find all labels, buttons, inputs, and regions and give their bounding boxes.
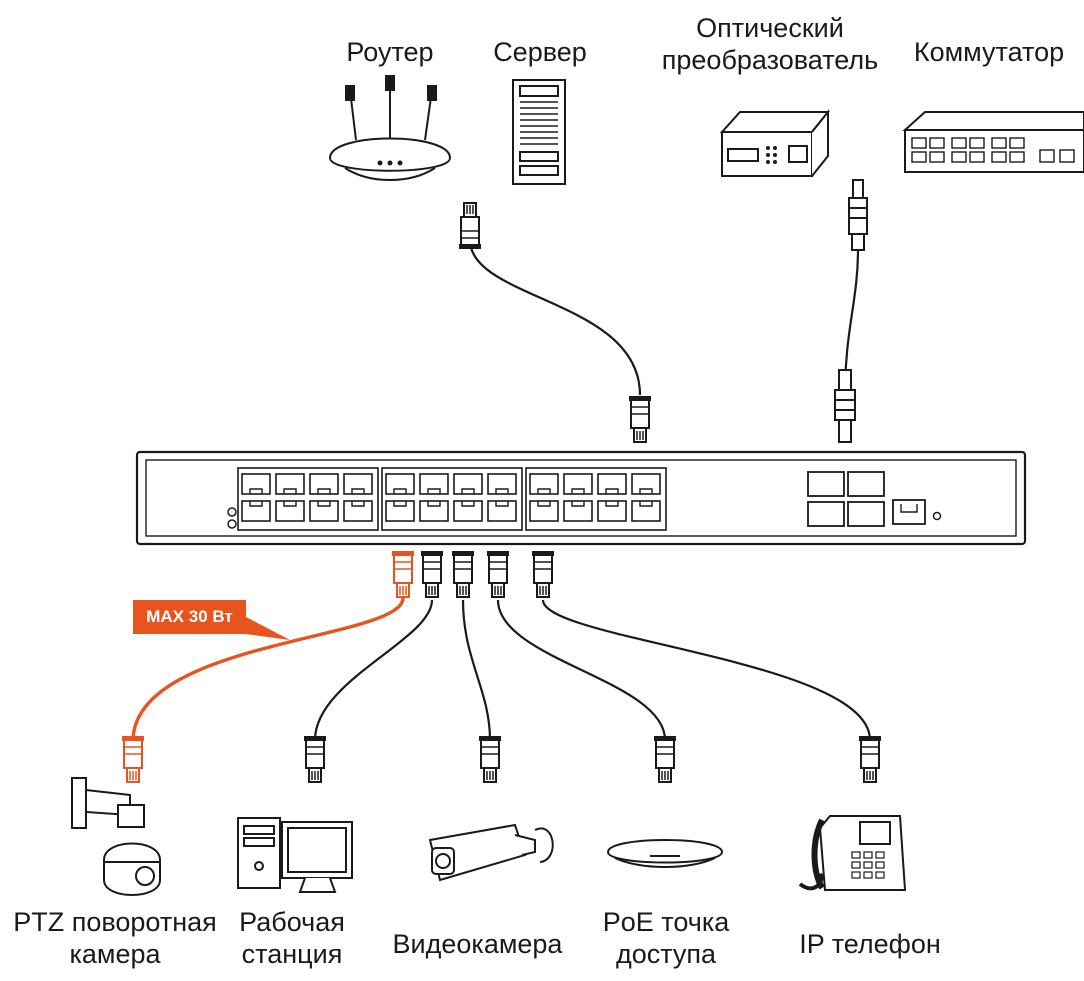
label-videocam: Видеокамера bbox=[392, 929, 563, 959]
plug-ptz-top bbox=[391, 550, 415, 598]
cable-ptz bbox=[131, 597, 405, 741]
label-optical: Оптический преобразователь bbox=[661, 13, 879, 75]
rj45-port bbox=[275, 500, 305, 522]
rj45-port bbox=[563, 473, 593, 495]
label-router: Роутер bbox=[346, 37, 434, 67]
rj45-port bbox=[631, 473, 661, 495]
rj45-port bbox=[529, 473, 559, 495]
fiber-connector-top bbox=[848, 179, 868, 251]
cable-ap bbox=[496, 599, 667, 741]
desktop-pc-icon bbox=[237, 817, 353, 893]
plug-workstation-top bbox=[420, 550, 444, 598]
rj45-port bbox=[309, 473, 339, 495]
plug-server-top bbox=[458, 202, 482, 250]
power-badge: MAX 30 Вт bbox=[146, 607, 233, 626]
label-ap: PoE точка доступа bbox=[602, 907, 730, 969]
rj45-port bbox=[487, 500, 517, 522]
wifi-router-icon bbox=[328, 75, 452, 181]
network-switch-icon bbox=[902, 111, 1084, 173]
label-phone: IP телефон bbox=[799, 929, 941, 959]
rj45-port bbox=[385, 500, 415, 522]
rj45-port bbox=[343, 473, 373, 495]
rj45-port bbox=[487, 473, 517, 495]
cable-workstation bbox=[313, 599, 434, 741]
label-server: Сервер bbox=[493, 37, 587, 67]
rj45-port bbox=[563, 500, 593, 522]
power-badge-shape bbox=[133, 600, 290, 640]
poe-switch-icon bbox=[135, 450, 1027, 546]
plug-server-bottom bbox=[628, 395, 652, 443]
plug-ap bbox=[653, 735, 677, 783]
rj45-port bbox=[453, 500, 483, 522]
rj45-port bbox=[529, 500, 559, 522]
plug-ap-top bbox=[486, 550, 510, 598]
label-switch: Коммутатор bbox=[913, 37, 1065, 67]
server-tower-icon bbox=[512, 79, 566, 185]
plug-videocam-top bbox=[451, 550, 475, 598]
rj45-port bbox=[597, 500, 627, 522]
cable-phone bbox=[541, 599, 872, 741]
rj45-port bbox=[419, 500, 449, 522]
rj45-port bbox=[453, 473, 483, 495]
rj45-port bbox=[631, 500, 661, 522]
access-point-icon bbox=[606, 839, 724, 868]
ip-phone-icon bbox=[798, 815, 907, 891]
cable-videocam bbox=[461, 599, 492, 741]
plug-workstation bbox=[303, 735, 327, 783]
bullet-camera-icon bbox=[428, 823, 554, 882]
plug-phone-top bbox=[531, 550, 555, 598]
rj45-port bbox=[343, 500, 373, 522]
rj45-port bbox=[419, 473, 449, 495]
label-workstation: Рабочая станция bbox=[239, 907, 345, 969]
plug-ptz bbox=[121, 735, 145, 783]
rj45-port bbox=[385, 473, 415, 495]
plug-videocam bbox=[478, 735, 502, 783]
ptz-camera-icon bbox=[71, 777, 161, 896]
plug-phone bbox=[858, 735, 882, 783]
fiber-connector-bottom bbox=[834, 369, 856, 443]
rj45-port bbox=[241, 500, 271, 522]
rj45-port bbox=[309, 500, 339, 522]
rj45-port bbox=[275, 473, 305, 495]
label-ptz: PTZ поворотная камера bbox=[13, 907, 217, 969]
rj45-port bbox=[241, 473, 271, 495]
cable-server bbox=[468, 239, 642, 396]
rj45-port bbox=[597, 473, 627, 495]
media-converter-icon bbox=[719, 109, 831, 177]
